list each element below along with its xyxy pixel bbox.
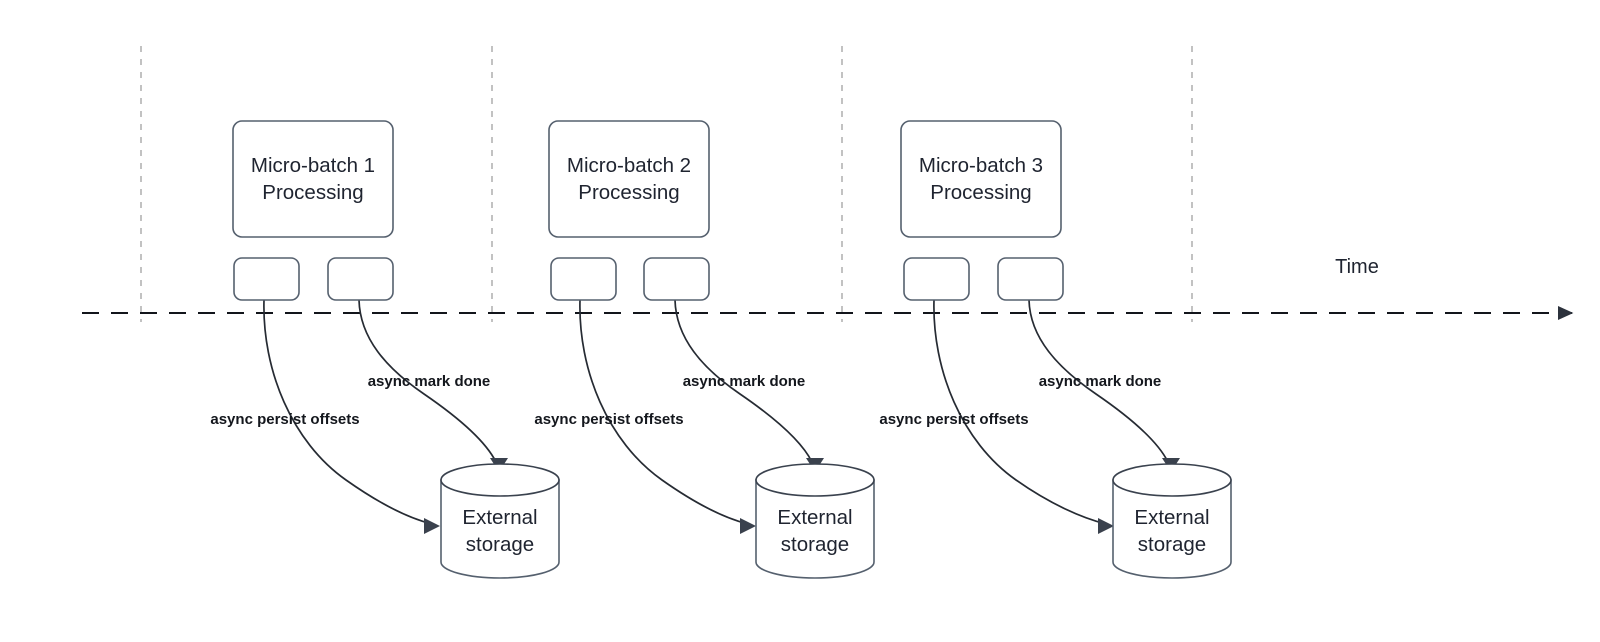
group-3-storage-cylinder-top <box>1112 463 1232 497</box>
group-1-edge-mark-done-label: async mark done <box>368 373 491 390</box>
group-1-edge-persist-offsets-label: async persist offsets <box>210 411 359 428</box>
group-2-storage-cylinder-body[interactable] <box>755 479 875 579</box>
group-2-edge-mark-done-path <box>674 299 813 463</box>
group-1-batch-label-line1: Micro-batch 1 <box>251 154 375 177</box>
group-2-storage-label-line2: storage <box>781 533 849 556</box>
shapes-layer <box>232 120 1232 579</box>
group-2-batch-label-line1: Micro-batch 2 <box>567 154 691 177</box>
group-1-storage-cylinder-top <box>440 463 560 497</box>
group-2-batch-box[interactable] <box>548 120 710 238</box>
group-3-edge-mark-done-path <box>1028 299 1169 463</box>
flow-edges-layer <box>263 299 1180 534</box>
group-2-edge-persist-offsets-path <box>579 299 749 525</box>
group-1-edge-persist-offsets-path <box>263 299 433 525</box>
group-1-storage-label-line2: storage <box>466 533 534 556</box>
group-3-edge-mark-done-label: async mark done <box>1039 373 1162 390</box>
group-1-storage-cylinder-body[interactable] <box>440 479 560 579</box>
group-3-batch-box[interactable] <box>900 120 1062 238</box>
group-1-storage-label-line1: External <box>462 506 537 529</box>
group-2-edge-persist-offsets-arrowhead <box>740 518 756 534</box>
group-1-task-box-persist[interactable] <box>233 257 300 301</box>
group-2-storage-cylinder-top <box>755 463 875 497</box>
time-axis-label: Time <box>1335 256 1379 278</box>
group-1-edge-persist-offsets-arrowhead <box>424 518 440 534</box>
group-1-edge-mark-done-path <box>358 299 497 463</box>
group-2-batch-label-line2: Processing <box>578 181 679 204</box>
group-3-batch-label-line2: Processing <box>930 181 1031 204</box>
group-3-task-box-persist[interactable] <box>903 257 970 301</box>
group-1-batch-label-line2: Processing <box>262 181 363 204</box>
group-3-storage-label-line2: storage <box>1138 533 1206 556</box>
group-3-task-box-mark[interactable] <box>997 257 1064 301</box>
group-3-batch-label-line1: Micro-batch 3 <box>919 154 1043 177</box>
group-3-storage-cylinder-body[interactable] <box>1112 479 1232 579</box>
group-1-batch-box[interactable] <box>232 120 394 238</box>
group-3-edge-persist-offsets-arrowhead <box>1098 518 1114 534</box>
group-2-task-box-persist[interactable] <box>550 257 617 301</box>
group-3-edge-persist-offsets-label: async persist offsets <box>879 411 1028 428</box>
group-3-edge-persist-offsets-path <box>933 299 1107 525</box>
group-2-edge-mark-done-label: async mark done <box>683 373 806 390</box>
group-3-storage-label-line1: External <box>1134 506 1209 529</box>
group-1-task-box-mark[interactable] <box>327 257 394 301</box>
group-2-task-box-mark[interactable] <box>643 257 710 301</box>
group-2-edge-persist-offsets-label: async persist offsets <box>534 411 683 428</box>
group-2-storage-label-line1: External <box>777 506 852 529</box>
